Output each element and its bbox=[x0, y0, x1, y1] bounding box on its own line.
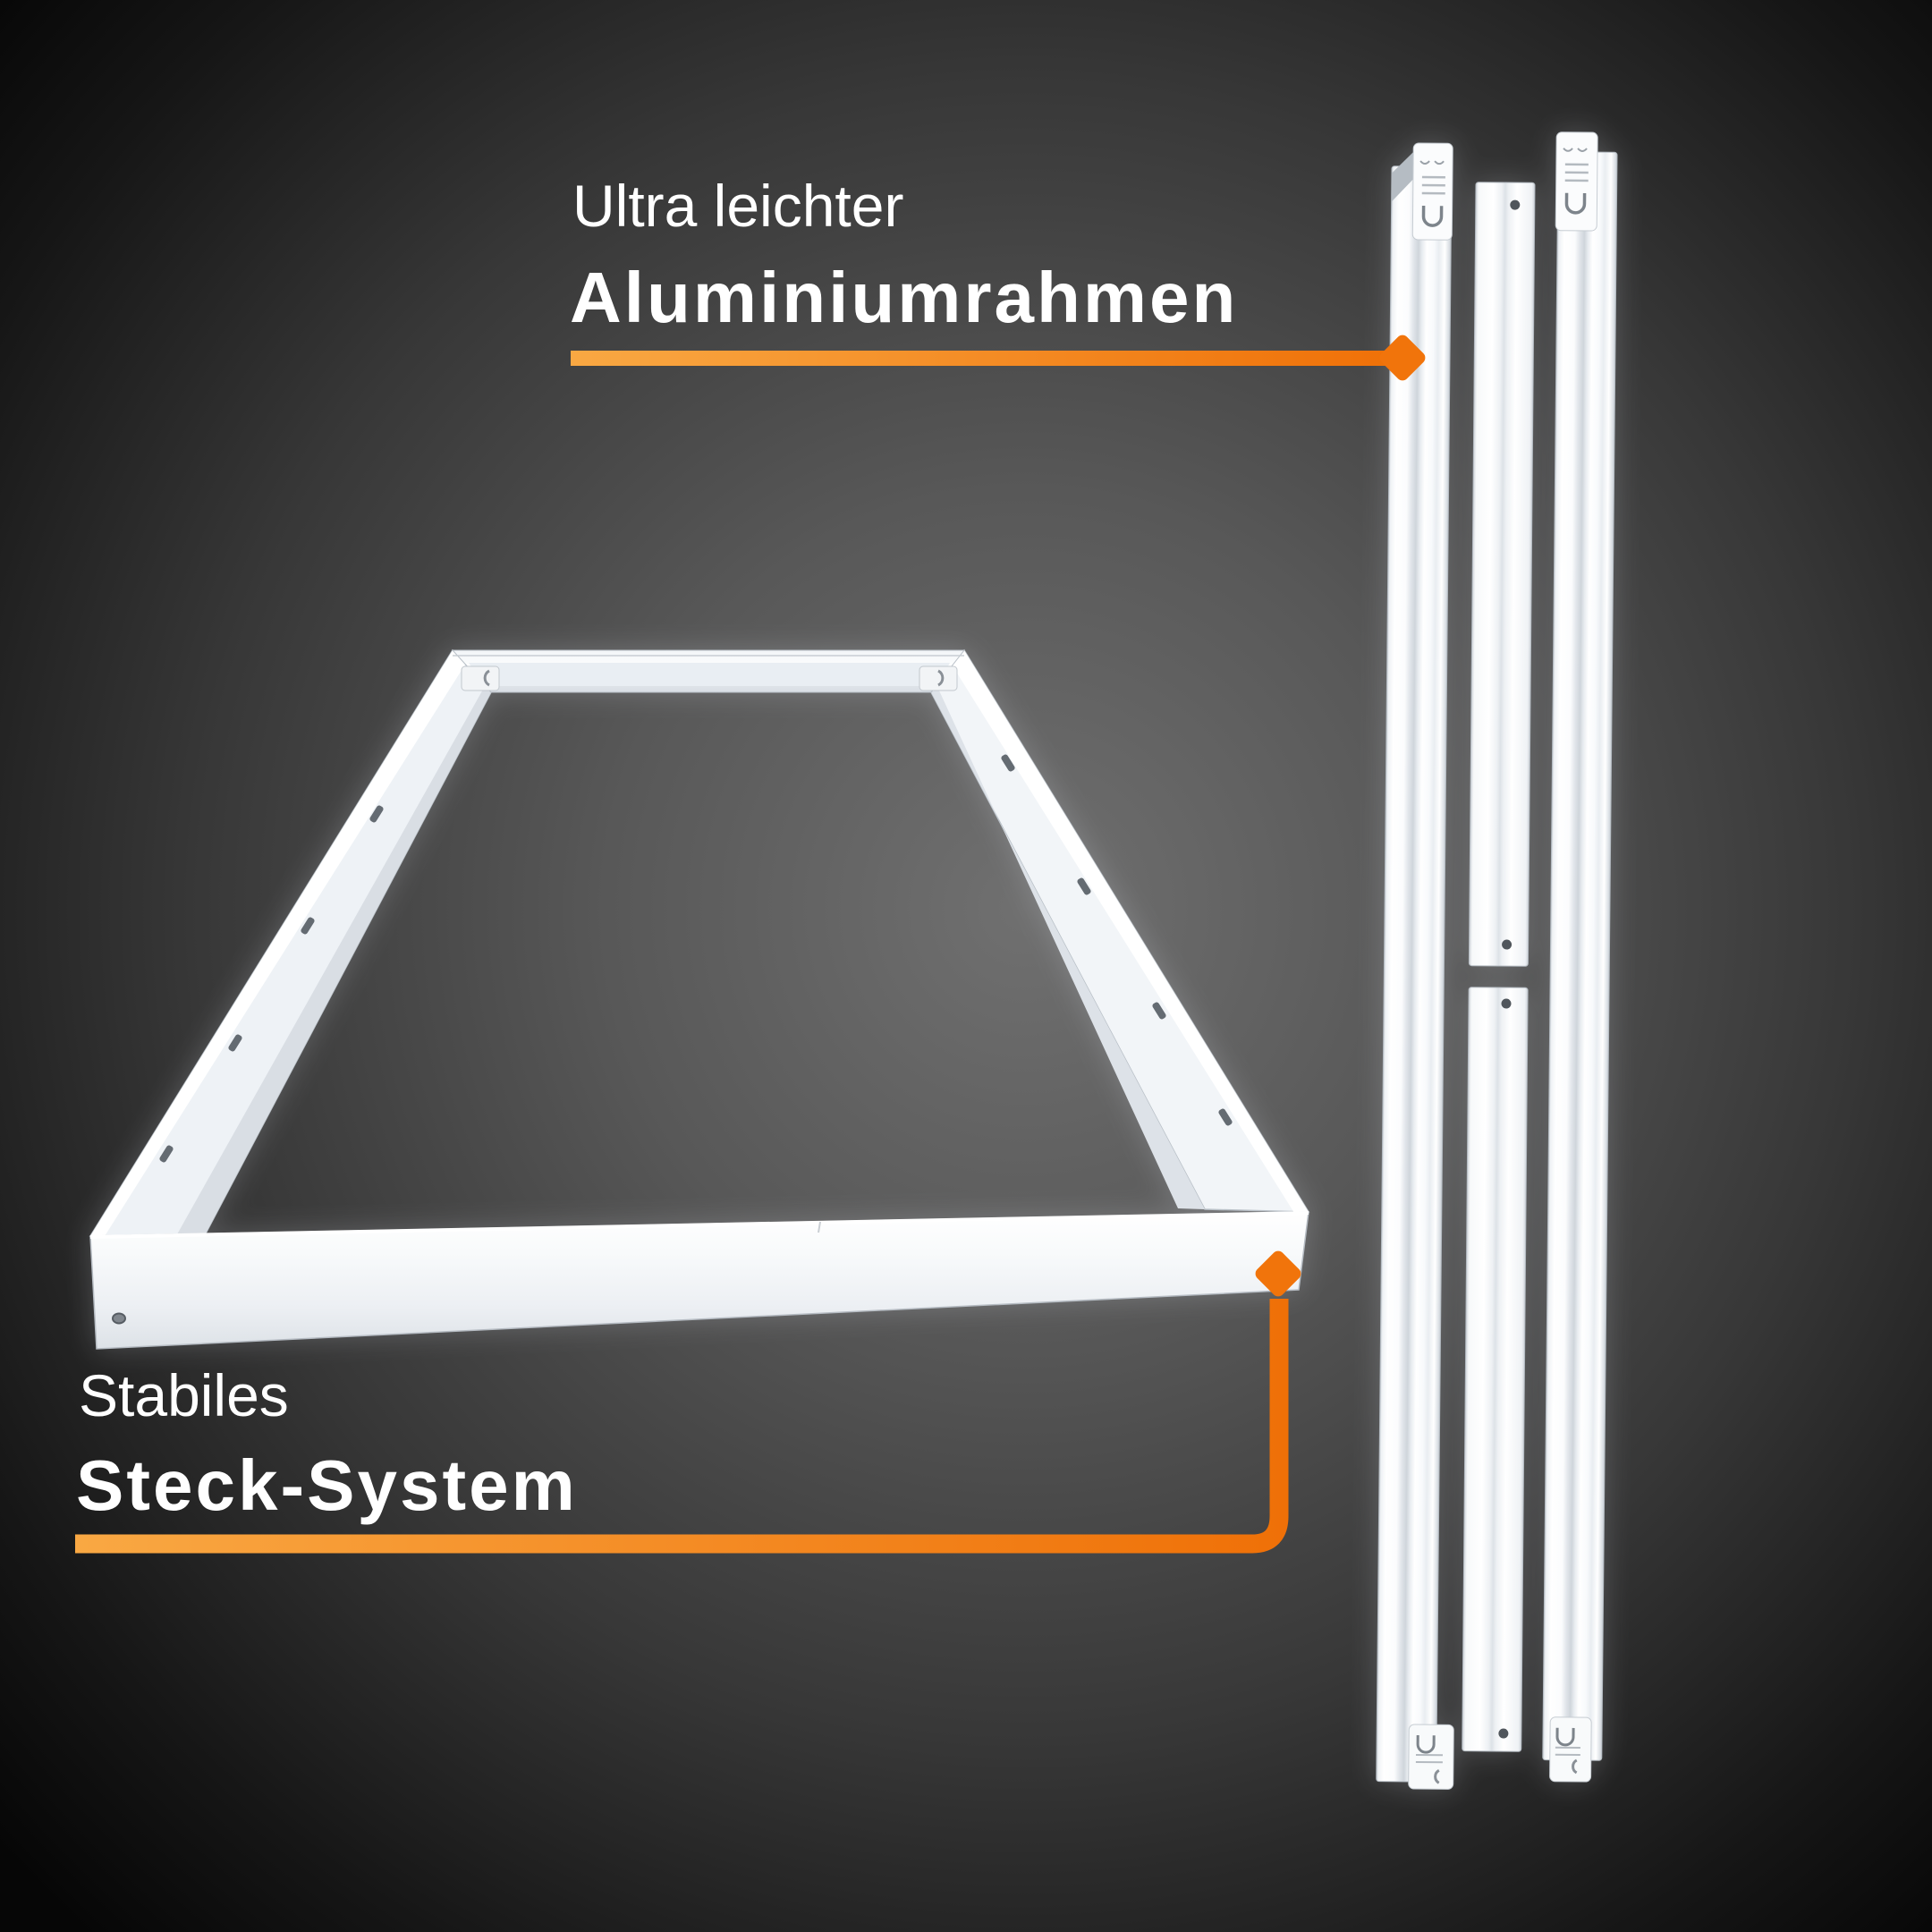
bottom-label-line2: Steck-System bbox=[76, 1445, 578, 1525]
rail-2-lower-segment bbox=[1462, 987, 1529, 1752]
assembled-frame bbox=[89, 648, 1310, 1350]
rail-3-top-connector bbox=[1555, 131, 1598, 232]
frame-top-bar bbox=[451, 649, 966, 693]
frame-front-bar bbox=[89, 1211, 1309, 1350]
frame-corner-connector-left bbox=[461, 665, 500, 691]
profile-rails bbox=[1376, 131, 1618, 1790]
top-label-line1: Ultra leichter bbox=[572, 173, 903, 239]
callout-top-line bbox=[571, 351, 1402, 366]
rail-1-bottom-connector bbox=[1408, 1724, 1454, 1790]
rail-2-holes bbox=[1498, 199, 1521, 1739]
callout-bottom-line bbox=[75, 1299, 1289, 1554]
frame-corner-connector-right bbox=[919, 665, 958, 691]
rail-3-bottom-connector bbox=[1549, 1716, 1592, 1783]
rail-2-upper-segment bbox=[1468, 182, 1536, 967]
rail-piece-3 bbox=[1542, 131, 1618, 1783]
frame-left-rail bbox=[89, 648, 492, 1237]
bottom-label-line1: Stabiles bbox=[79, 1362, 289, 1428]
rail-piece-2 bbox=[1462, 182, 1536, 1752]
frame-left-rail-slots bbox=[159, 805, 384, 1163]
callout-bottom-diamond-icon bbox=[1255, 1250, 1301, 1297]
top-label-line2: Aluminiumrahmen bbox=[570, 258, 1238, 337]
callout-bottom bbox=[75, 1250, 1301, 1554]
frame-right-rail-slots bbox=[1001, 754, 1233, 1126]
rail-piece-1 bbox=[1376, 142, 1454, 1790]
rail-1-top-connector bbox=[1411, 142, 1453, 241]
callout-top bbox=[571, 335, 1426, 381]
frame-right-rail bbox=[930, 648, 1310, 1213]
callout-top-diamond-icon bbox=[1379, 335, 1426, 381]
frame-front-bar-hole bbox=[112, 1312, 126, 1325]
